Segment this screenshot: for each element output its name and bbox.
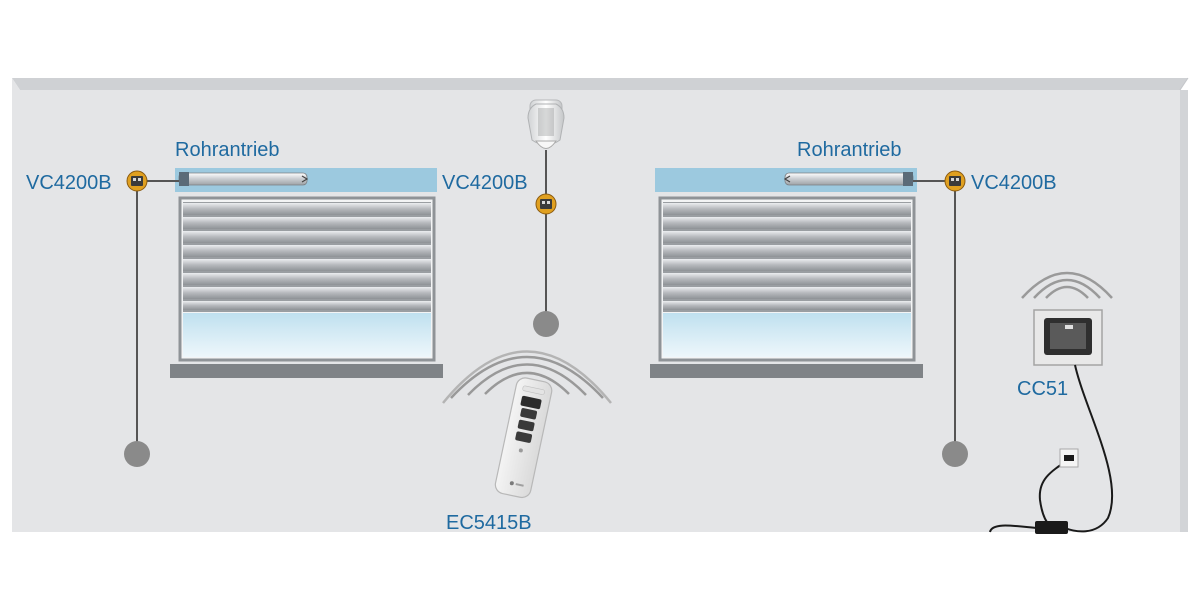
left-window-sill <box>170 364 443 378</box>
left-endpoint <box>124 441 150 467</box>
right-window <box>650 168 923 378</box>
right-shutter <box>663 202 911 312</box>
actuator-left-icon <box>126 170 148 192</box>
tubular-motor-icon <box>783 172 914 186</box>
middle-endpoint <box>533 311 559 337</box>
panel-label: CC51 <box>1017 378 1069 400</box>
actuator-left-label: VC4200B <box>26 172 112 194</box>
remote-control-icon <box>494 377 553 499</box>
left-shutter <box>183 202 431 312</box>
right-window-sill <box>650 364 923 378</box>
wall-socket-icon <box>1059 448 1079 468</box>
remote-label: EC5415B <box>446 512 532 534</box>
radio-waves-icon <box>442 350 612 404</box>
motor-left-label: Rohrantrieb <box>175 139 280 161</box>
cable-endpoints <box>124 311 968 467</box>
actuator-middle-label: VC4200B <box>442 172 528 194</box>
tubular-motor-icon <box>178 172 309 186</box>
right-window-glass <box>663 313 911 357</box>
motor-right-label: Rohrantrieb <box>797 139 902 161</box>
left-window <box>170 168 443 378</box>
left-window-glass <box>183 313 431 357</box>
touch-panel-icon <box>1033 309 1103 366</box>
actuator-right-icon <box>944 170 966 192</box>
radio-waves-icon <box>1021 271 1113 299</box>
power-adapter-icon <box>1035 521 1068 534</box>
ceiling-lamp-icon <box>527 99 565 149</box>
cables <box>136 150 956 452</box>
actuator-right-label: VC4200B <box>971 172 1057 194</box>
right-endpoint <box>942 441 968 467</box>
actuator-middle-icon <box>535 193 557 215</box>
